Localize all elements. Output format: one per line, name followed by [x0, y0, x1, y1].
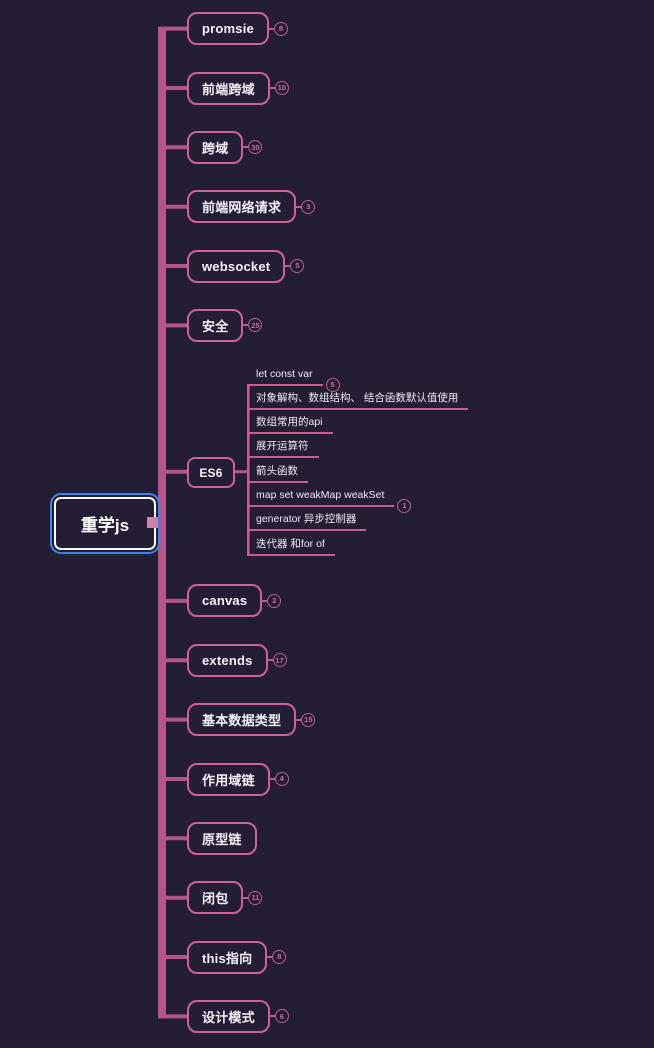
topic-closure-badge[interactable]: 11: [248, 890, 263, 905]
topic-es6-node[interactable]: ES6: [187, 457, 235, 489]
badge-connector: [268, 27, 274, 30]
topic-security-node[interactable]: 安全: [187, 308, 244, 342]
badge-connector: [243, 324, 249, 327]
badge-connector: [269, 87, 275, 89]
topic-extends-badge[interactable]: 17: [272, 653, 287, 668]
topic-scope-chain-node[interactable]: 作用域链: [187, 762, 270, 796]
topic-basic-data-types-badge[interactable]: 15: [301, 712, 316, 727]
es6-child-map-set-badge[interactable]: 1: [397, 499, 412, 513]
badge-connector: [285, 265, 291, 267]
topic-network-request-badge[interactable]: 3: [301, 199, 316, 214]
es6-child-arrow-function[interactable]: 箭头函数: [247, 464, 308, 483]
topic-promise-node[interactable]: promsie: [187, 12, 269, 46]
es6-child-iterator[interactable]: 迭代器 和for of: [247, 537, 335, 556]
topic-security-badge[interactable]: 25: [248, 318, 263, 333]
topic-cross-domain-node[interactable]: 跨域: [187, 130, 244, 164]
topic-cross-domain-badge[interactable]: 30: [248, 140, 263, 155]
topic-network-request-node[interactable]: 前端网络请求: [187, 190, 297, 224]
badge-connector: [269, 1015, 275, 1018]
badge-connector: [243, 146, 249, 149]
topic-es6: ES6: [187, 456, 235, 489]
es6-child-spread-operator[interactable]: 展开运算符: [247, 439, 319, 459]
child-label: 迭代器 和for of: [256, 537, 325, 550]
topic-websocket-badge[interactable]: 5: [290, 259, 305, 273]
topic-design-patterns-node[interactable]: 设计模式: [187, 999, 270, 1033]
topic-extends-node[interactable]: extends: [187, 643, 268, 677]
es6-child-let-const-var-badge[interactable]: 5: [325, 377, 340, 392]
es6-child-let-const-var[interactable]: let const var 5: [247, 367, 340, 392]
topic-security: 安全 25: [187, 308, 263, 342]
topic-frontend-cross-domain-node[interactable]: 前端跨域: [187, 71, 270, 105]
child-label: 箭头函数: [256, 464, 298, 477]
topic-canvas: canvas 2: [187, 584, 282, 618]
topic-scope-chain-badge[interactable]: 4: [274, 772, 289, 786]
topic-websocket-node[interactable]: websocket: [187, 249, 286, 283]
topic-frontend-cross-domain-badge[interactable]: 10: [274, 81, 289, 95]
topic-prototype-chain: 原型链: [187, 821, 257, 855]
child-label: let const var: [256, 367, 313, 380]
badge-connector: [269, 778, 275, 780]
topic-extends: extends 17: [187, 643, 287, 677]
topic-design-patterns-badge[interactable]: 6: [274, 1009, 289, 1024]
topic-canvas-badge[interactable]: 2: [267, 593, 282, 608]
es6-child-generator[interactable]: generator 异步控制器: [247, 512, 367, 532]
topic-cross-domain: 跨域 30: [187, 130, 263, 164]
child-label: 数组常用的api: [256, 416, 323, 429]
es6-child-map-set[interactable]: map set weakMap weakSet 1: [247, 488, 412, 513]
badge-connector: [267, 956, 273, 958]
child-label: generator 异步控制器: [256, 513, 357, 526]
topic-this-pointer-node[interactable]: this指向: [187, 940, 268, 974]
topic-this-pointer-badge[interactable]: 8: [272, 950, 287, 964]
root-branch-connector: [147, 517, 158, 528]
child-label: 对象解构、数组结构、 结合函数默认值使用: [256, 391, 459, 404]
topic-scope-chain: 作用域链 4: [187, 762, 289, 796]
es6-child-array-api[interactable]: 数组常用的api: [247, 415, 333, 435]
badge-connector: [296, 205, 302, 208]
topic-frontend-cross-domain: 前端跨域 10: [187, 71, 289, 105]
badge-connector: [243, 896, 249, 899]
root-node[interactable]: 重学js: [50, 493, 160, 554]
es6-child-destructuring[interactable]: 对象解构、数组结构、 结合函数默认值使用: [247, 391, 469, 410]
badge-connector: [267, 659, 273, 662]
topic-network-request: 前端网络请求 3: [187, 190, 316, 224]
topic-basic-data-types-node[interactable]: 基本数据类型: [187, 703, 297, 737]
topic-canvas-node[interactable]: canvas: [187, 584, 263, 618]
topic-promise: promsie 8: [187, 12, 288, 46]
topic-websocket: websocket 5: [187, 249, 305, 283]
topic-prototype-chain-node[interactable]: 原型链: [187, 821, 257, 855]
child-label: map set weakMap weakSet: [256, 489, 385, 501]
badge-connector: [296, 718, 302, 721]
topic-design-patterns: 设计模式 6: [187, 999, 289, 1033]
topic-basic-data-types: 基本数据类型 15: [187, 703, 316, 737]
topic-this-pointer: this指向 8: [187, 940, 287, 974]
child-label: 展开运算符: [256, 440, 309, 453]
badge-connector: [262, 599, 268, 602]
topic-closure: 闭包 11: [187, 881, 263, 915]
topic-promise-badge[interactable]: 8: [273, 21, 288, 36]
topic-closure-node[interactable]: 闭包: [187, 881, 244, 915]
